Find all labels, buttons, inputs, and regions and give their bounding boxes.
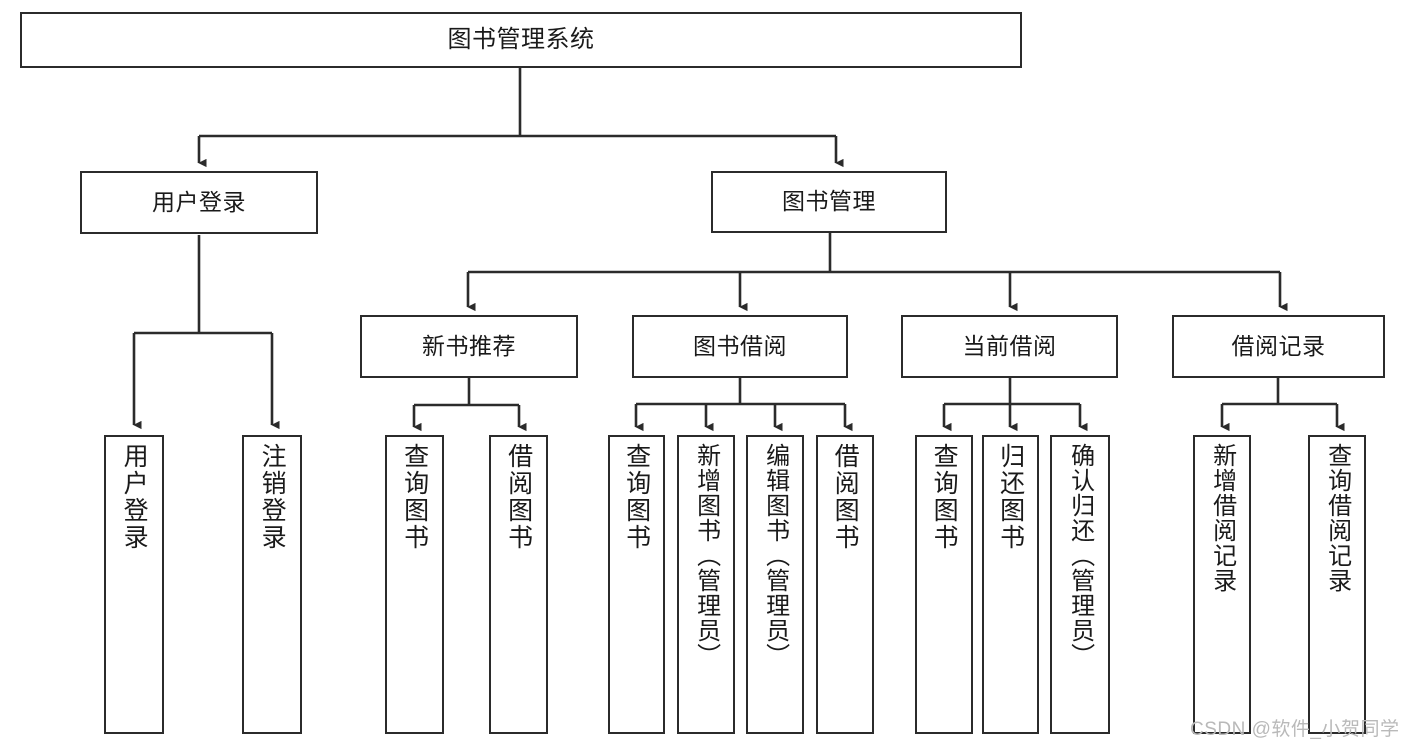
node-root-system[interactable]: 图书管理系统 <box>20 12 1022 68</box>
node-label: 用户登录 <box>152 188 246 215</box>
node-leaf-borrow-book-recommend[interactable]: 借阅图书 <box>489 435 548 734</box>
node-leaf-query-book-borrow[interactable]: 查询图书 <box>608 435 665 734</box>
node-label: 查询借阅记录 <box>1323 443 1351 593</box>
node-label: 注销登录 <box>258 443 287 551</box>
node-user-login[interactable]: 用户登录 <box>80 171 318 234</box>
node-label: 查询图书 <box>400 443 429 551</box>
node-label: 归还图书 <box>996 443 1025 551</box>
node-label: 新增借阅记录 <box>1208 443 1236 593</box>
node-label: 借阅图书 <box>504 443 533 551</box>
node-label: 查询图书 <box>930 443 959 551</box>
node-leaf-logout[interactable]: 注销登录 <box>242 435 302 734</box>
node-label: 新增图书（管理员） <box>692 443 720 668</box>
node-label: 图书管理系统 <box>447 25 595 53</box>
node-leaf-return-book[interactable]: 归还图书 <box>982 435 1039 734</box>
node-leaf-add-book-admin[interactable]: 新增图书（管理员） <box>677 435 735 734</box>
node-leaf-edit-book-admin[interactable]: 编辑图书（管理员） <box>746 435 804 734</box>
node-label: 用户登录 <box>120 443 149 551</box>
node-book-borrow[interactable]: 图书借阅 <box>632 315 848 378</box>
node-label: 新书推荐 <box>422 332 516 359</box>
node-label: 图书管理 <box>782 188 876 215</box>
node-label: 编辑图书（管理员） <box>761 443 789 668</box>
node-new-book-recommend[interactable]: 新书推荐 <box>360 315 578 378</box>
node-book-management[interactable]: 图书管理 <box>711 171 947 233</box>
node-label: 借阅记录 <box>1231 332 1326 359</box>
node-leaf-add-borrow-record[interactable]: 新增借阅记录 <box>1193 435 1251 734</box>
node-label: 确认归还（管理员） <box>1066 443 1094 668</box>
node-label: 借阅图书 <box>831 443 860 551</box>
node-leaf-borrow-book[interactable]: 借阅图书 <box>816 435 874 734</box>
node-borrow-record[interactable]: 借阅记录 <box>1172 315 1385 378</box>
node-label: 图书借阅 <box>693 332 787 359</box>
node-leaf-query-borrow-record[interactable]: 查询借阅记录 <box>1308 435 1366 734</box>
node-label: 查询图书 <box>622 443 651 551</box>
node-leaf-user-login[interactable]: 用户登录 <box>104 435 164 734</box>
watermark-text: CSDN @软件_小贺同学 <box>1190 719 1400 740</box>
node-leaf-confirm-return-admin[interactable]: 确认归还（管理员） <box>1050 435 1110 734</box>
node-current-borrow[interactable]: 当前借阅 <box>901 315 1118 378</box>
node-label: 当前借阅 <box>962 332 1057 359</box>
node-leaf-query-book-current[interactable]: 查询图书 <box>915 435 973 734</box>
node-leaf-query-book-recommend[interactable]: 查询图书 <box>385 435 444 734</box>
